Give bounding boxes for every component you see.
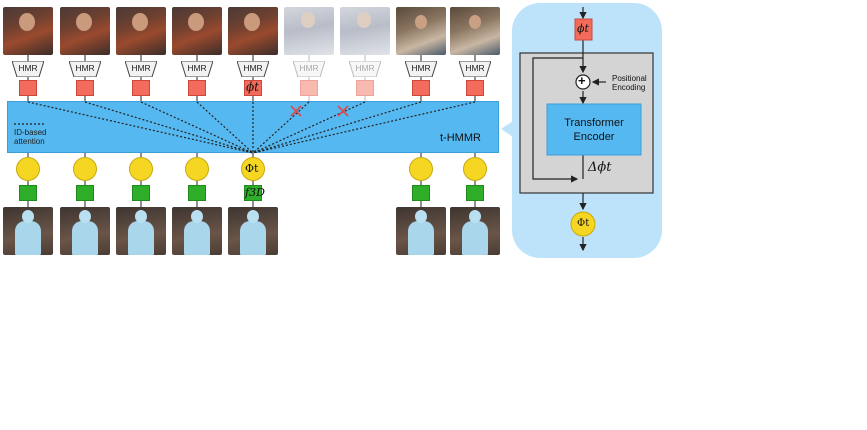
transformer-line-2: Encoder	[573, 131, 615, 143]
hmr-block: HMR	[125, 61, 157, 77]
input-frame	[450, 7, 500, 55]
f3d-block	[188, 185, 206, 201]
hmr-block: HMR	[69, 61, 101, 77]
f3d-block	[244, 185, 262, 201]
input-frame-other-person	[284, 7, 334, 55]
transformer-encoder-label: Transformer Encoder	[547, 116, 641, 144]
pose-param-circle	[463, 157, 487, 181]
f3d-block	[76, 185, 94, 201]
cross-mark-icon	[337, 105, 349, 117]
positional-encoding-label: Positional Encoding	[612, 74, 647, 92]
transformer-line-1: Transformer	[564, 117, 624, 129]
output-mesh	[60, 207, 110, 255]
hmr-block: HMR	[349, 61, 381, 77]
panel-phi-t-label: ϕt	[577, 22, 589, 35]
pose-param-circle	[73, 157, 97, 181]
legend-line-2: attention	[14, 137, 45, 146]
f3d-block	[412, 185, 430, 201]
input-frame	[396, 7, 446, 55]
plus-circle-icon	[575, 74, 591, 90]
feature-token-masked	[300, 80, 318, 96]
f3d-block	[466, 185, 484, 201]
f3d-label: f3D	[245, 186, 265, 199]
pose-param-circle	[129, 157, 153, 181]
legend-text: ID-based attention	[14, 128, 46, 146]
pose-param-circle-Phi-t	[241, 157, 265, 181]
feature-token	[76, 80, 94, 96]
positional-line-2: Encoding	[612, 83, 646, 92]
output-mesh	[450, 207, 500, 255]
input-frame	[3, 7, 53, 55]
hmr-block: HMR	[459, 61, 491, 77]
Phi-t-label: Φt	[245, 162, 259, 175]
input-frame-other-person	[340, 7, 390, 55]
output-mesh	[172, 207, 222, 255]
output-mesh	[396, 207, 446, 255]
delta-phi-label: Δϕt	[588, 160, 612, 175]
hmr-block: HMR	[293, 61, 325, 77]
feature-token	[188, 80, 206, 96]
panel-Phi-t-label: Φt	[577, 218, 590, 229]
pose-param-circle	[16, 157, 40, 181]
cross-mark-icon	[290, 105, 302, 117]
feature-token-phi-t	[244, 80, 262, 96]
pose-param-circle	[409, 157, 433, 181]
legend-line-1: ID-based	[14, 128, 47, 137]
t-hmmr-label: t-HMMR	[440, 132, 481, 144]
f3d-block	[132, 185, 150, 201]
output-mesh	[3, 207, 53, 255]
input-frame	[172, 7, 222, 55]
phi-t-label: ϕt	[246, 80, 260, 94]
input-frame	[116, 7, 166, 55]
output-mesh	[116, 207, 166, 255]
hmr-block: HMR	[12, 61, 44, 77]
feature-token	[132, 80, 150, 96]
feature-token	[412, 80, 430, 96]
feature-token	[19, 80, 37, 96]
hmr-block: HMR	[181, 61, 213, 77]
feature-token-masked	[356, 80, 374, 96]
plus-sign: +	[578, 73, 586, 88]
hmr-block: HMR	[405, 61, 437, 77]
f3d-block	[19, 185, 37, 201]
hmr-block: HMR	[237, 61, 269, 77]
feature-token	[466, 80, 484, 96]
pose-param-circle	[185, 157, 209, 181]
positional-line-1: Positional	[612, 74, 647, 83]
input-frame	[60, 7, 110, 55]
output-mesh	[228, 207, 278, 255]
input-frame	[228, 7, 278, 55]
